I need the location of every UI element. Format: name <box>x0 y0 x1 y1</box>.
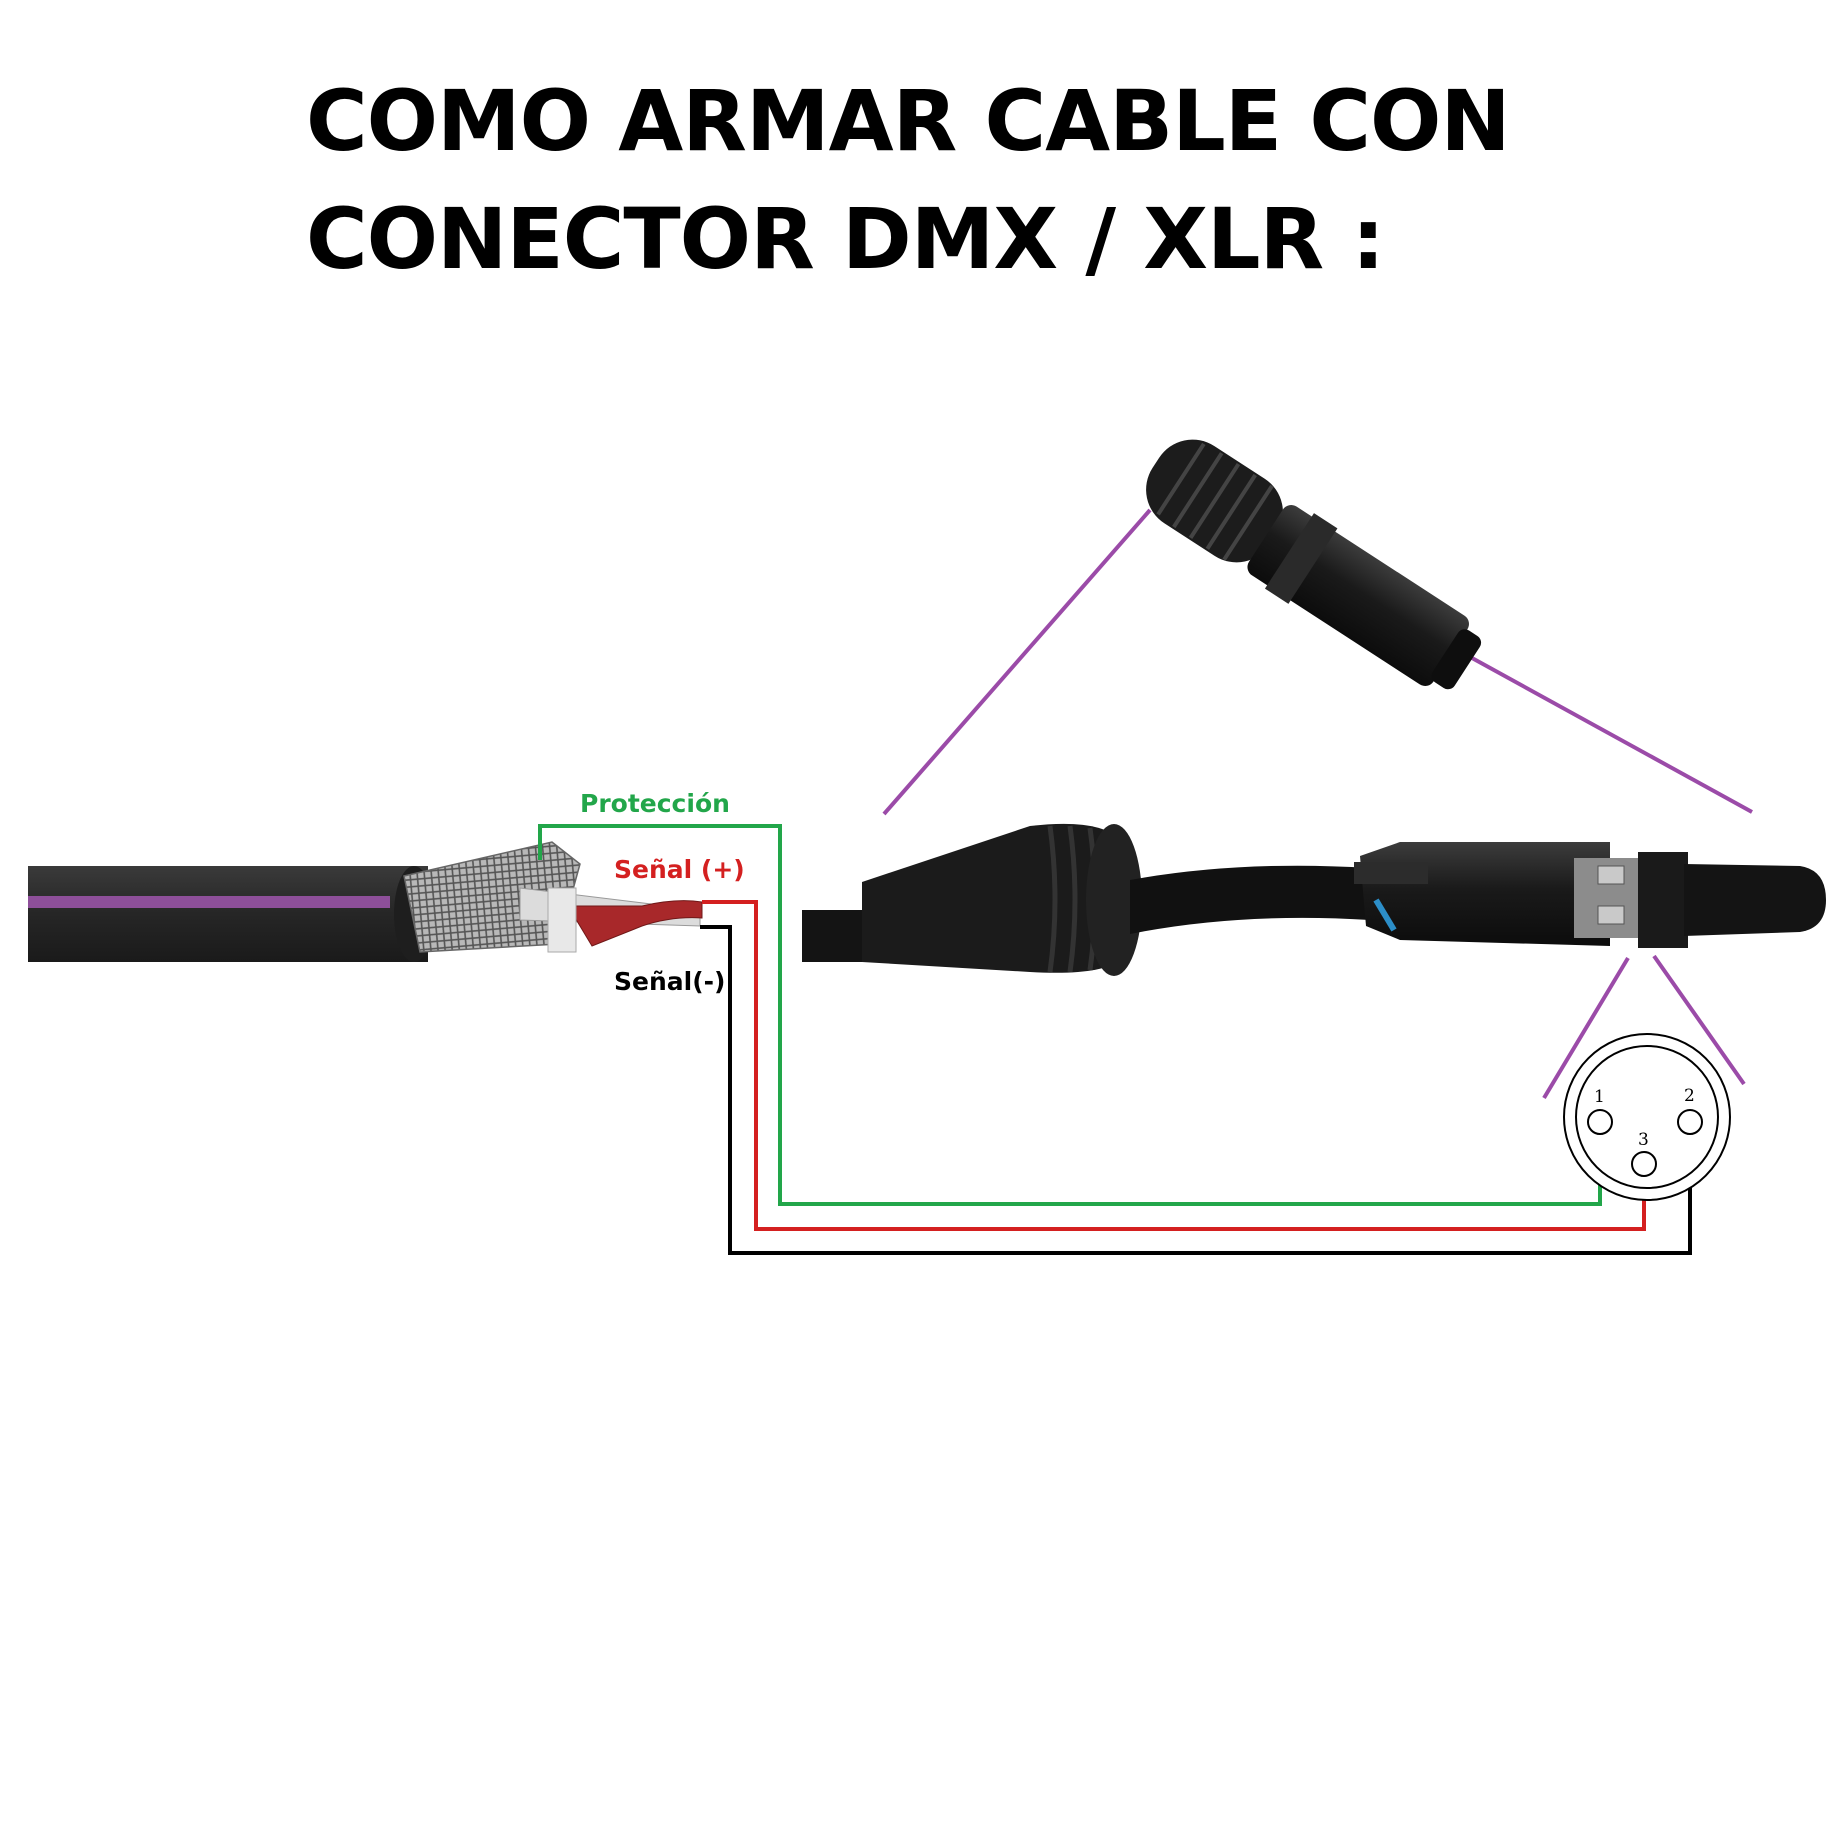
plug-grip-rings <box>1156 442 1274 561</box>
cable-jacket <box>28 866 428 962</box>
positive-wire <box>702 900 1646 1231</box>
connector-insert <box>1638 852 1688 948</box>
connector-cable-run <box>1130 865 1370 934</box>
plug-tip <box>1431 629 1482 690</box>
positive-label: Señal (+) <box>614 855 745 884</box>
negative-wire <box>700 925 1692 1255</box>
pin-1-label: 1 <box>1594 1087 1605 1107</box>
xlr-pin-face: 1 2 3 <box>1563 1033 1731 1201</box>
callout-line-pins-left <box>1542 956 1630 1100</box>
connector-boot-end <box>1086 824 1142 976</box>
connector-blue-insulation <box>1373 898 1397 932</box>
pin-3-socket <box>1631 1151 1657 1177</box>
pin-2-socket <box>1677 1109 1703 1135</box>
callout-lines <box>882 508 1753 1100</box>
wire-runs <box>538 824 1692 1255</box>
connector-clip <box>1354 862 1428 884</box>
title-line-1: COMO ARMAR CABLE CON <box>306 72 1511 170</box>
page-title: COMO ARMAR CABLE CON CONECTOR DMX / XLR … <box>306 62 1606 298</box>
plug-collar <box>1264 513 1338 604</box>
connector-solder-terminals <box>1597 865 1625 925</box>
pin-2-label: 2 <box>1684 1086 1695 1106</box>
pin-3-label: 3 <box>1638 1130 1649 1150</box>
shield-label: Protección <box>580 789 730 818</box>
cable-inner-sheath <box>547 887 577 953</box>
male-xlr-plug-illustration <box>1146 439 1482 690</box>
stripped-cable-illustration <box>28 841 703 962</box>
callout-line-pins-right <box>1652 954 1746 1086</box>
shield-wire <box>538 824 1602 1206</box>
connector-nose <box>1684 864 1826 936</box>
title-line-2: CONECTOR DMX / XLR : <box>306 190 1385 288</box>
assembled-connector-illustration <box>802 823 1826 976</box>
pin-1-socket <box>1587 1109 1613 1135</box>
callout-line-plug-left <box>882 508 1152 816</box>
callout-line-plug-right <box>1471 656 1753 814</box>
assembled-cable-left <box>802 910 862 962</box>
cable-inner-conductor-red <box>567 900 703 947</box>
connector-housing <box>1360 842 1610 946</box>
connector-strain-relief <box>862 823 1120 973</box>
cable-stripe <box>28 896 390 908</box>
negative-label: Señal(-) <box>614 967 725 996</box>
pin-face-inner-ring <box>1575 1045 1719 1189</box>
